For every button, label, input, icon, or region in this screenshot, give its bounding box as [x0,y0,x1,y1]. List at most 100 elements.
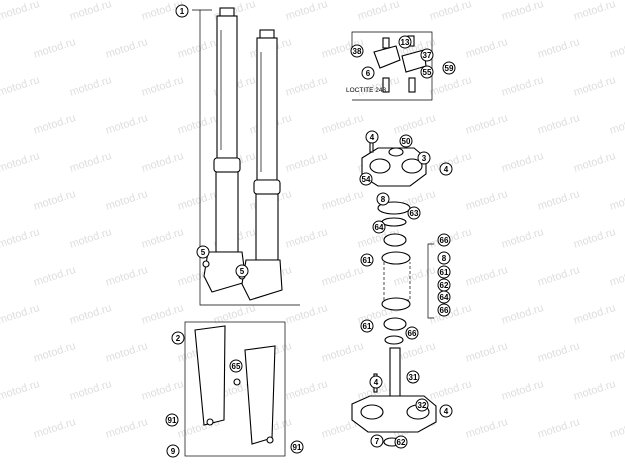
watermark-text: motod.ru [428,74,473,99]
callout-62a: 62 [437,278,451,292]
callout-61a: 61 [360,253,374,267]
callout-37: 37 [420,48,434,62]
upper-triple-clamp [361,135,427,187]
watermark-text: motod.ru [572,226,617,251]
callout-number: 64 [440,293,449,302]
callout-circle [420,65,434,79]
watermark-text: motod.ru [392,112,437,137]
watermark-text: motod.ru [500,226,545,251]
fork-cap-right [259,29,275,39]
fork-protectors-group [184,321,286,457]
callout-1: 1 [175,4,189,18]
callout-5b: 5 [235,264,249,278]
callout-13: 13 [398,35,412,49]
callout-number: 1 [180,7,185,16]
callout-circle [439,404,453,418]
callout-66b: 66 [437,303,451,317]
protector-group-frame [184,321,286,457]
callout-number: 9 [171,447,176,456]
watermark-text: motod.ru [0,150,41,175]
watermark-text: motod.ru [104,36,149,61]
watermark-text: motod.ru [536,416,581,441]
callout-circle [359,172,373,186]
callout-number: 66 [440,306,449,315]
callout-4c: 4 [369,375,383,389]
callout-61b: 61 [437,265,451,279]
upper-bearing [383,233,407,247]
watermark-text: motod.ru [68,150,113,175]
watermark-text: motod.ru [104,112,149,137]
watermark-text: motod.ru [32,340,77,365]
callout-number: 3 [422,154,427,163]
callout-number: 4 [444,165,449,174]
parts-group-bracket [427,243,434,319]
fork-tube-left [216,15,238,159]
watermark-text: motod.ru [536,36,581,61]
watermark-text: motod.ru [68,378,113,403]
callout-number: 66 [440,236,449,245]
callout-number: 62 [397,438,406,447]
watermark-text: motod.ru [104,264,149,289]
watermark-text: motod.ru [68,226,113,251]
callout-circle [175,4,189,18]
callout-number: 6 [366,69,371,78]
loctite-label: LOCTITE 243 [346,87,386,94]
callout-circle [171,331,185,345]
watermark-text: motod.ru [536,188,581,213]
callout-32: 32 [415,398,429,412]
callout-64a: 64 [372,220,386,234]
watermark-text: motod.ru [320,112,365,137]
callout-circle [439,162,453,176]
callout-number: 8 [442,254,447,263]
callout-number: 13 [401,38,410,47]
protector-bolt [266,436,274,444]
fork-seal-left [213,157,241,173]
bolt-left [202,260,210,268]
callout-number: 63 [410,209,419,218]
callout-4b: 4 [439,162,453,176]
callout-66c: 66 [405,326,419,340]
fork-axle-clamp-right [241,259,283,301]
lower-bearing [383,317,407,331]
watermark-text: motod.ru [284,0,329,23]
watermark-text: motod.ru [104,340,149,365]
callout-59: 59 [442,61,456,75]
callout-number: 5 [240,267,245,276]
callout-circle [420,48,434,62]
lower-triple-clamp [351,347,437,447]
callout-number: 38 [353,47,362,56]
callout-number: 65 [232,362,241,371]
watermark-text: motod.ru [536,112,581,137]
watermark-text: motod.ru [464,340,509,365]
fork-bore-left [360,404,384,420]
watermark-text: motod.ru [32,188,77,213]
watermark-text: motod.ru [140,74,185,99]
callout-circle [394,435,408,449]
clamp-group-frame [351,31,433,101]
watermark-text: motod.ru [572,302,617,327]
watermark-text: motod.ru [428,302,473,327]
callout-8a: 8 [376,192,390,206]
watermark-text: motod.ru [284,226,329,251]
callout-number: 4 [444,407,449,416]
callout-number: 32 [418,401,427,410]
callout-circle [442,61,456,75]
watermark-text: motod.ru [68,74,113,99]
watermark-text: motod.ru [500,302,545,327]
callout-66a: 66 [437,233,451,247]
callout-5a: 5 [196,245,210,259]
callout-number: 8 [381,195,386,204]
fork-axle-clamp-left [203,251,247,293]
watermark-text: motod.ru [500,74,545,99]
callout-number: 61 [440,268,449,277]
callout-number: 61 [363,256,372,265]
fork-slider-right [255,193,279,261]
watermark-text: motod.ru [0,74,41,99]
watermark-text: motod.ru [500,0,545,23]
callout-3: 3 [417,151,431,165]
watermark-text: motod.ru [500,378,545,403]
watermark-text: motod.ru [572,0,617,23]
callout-4d: 4 [439,404,453,418]
watermark-text: motod.ru [284,150,329,175]
dust-seal [381,217,407,227]
